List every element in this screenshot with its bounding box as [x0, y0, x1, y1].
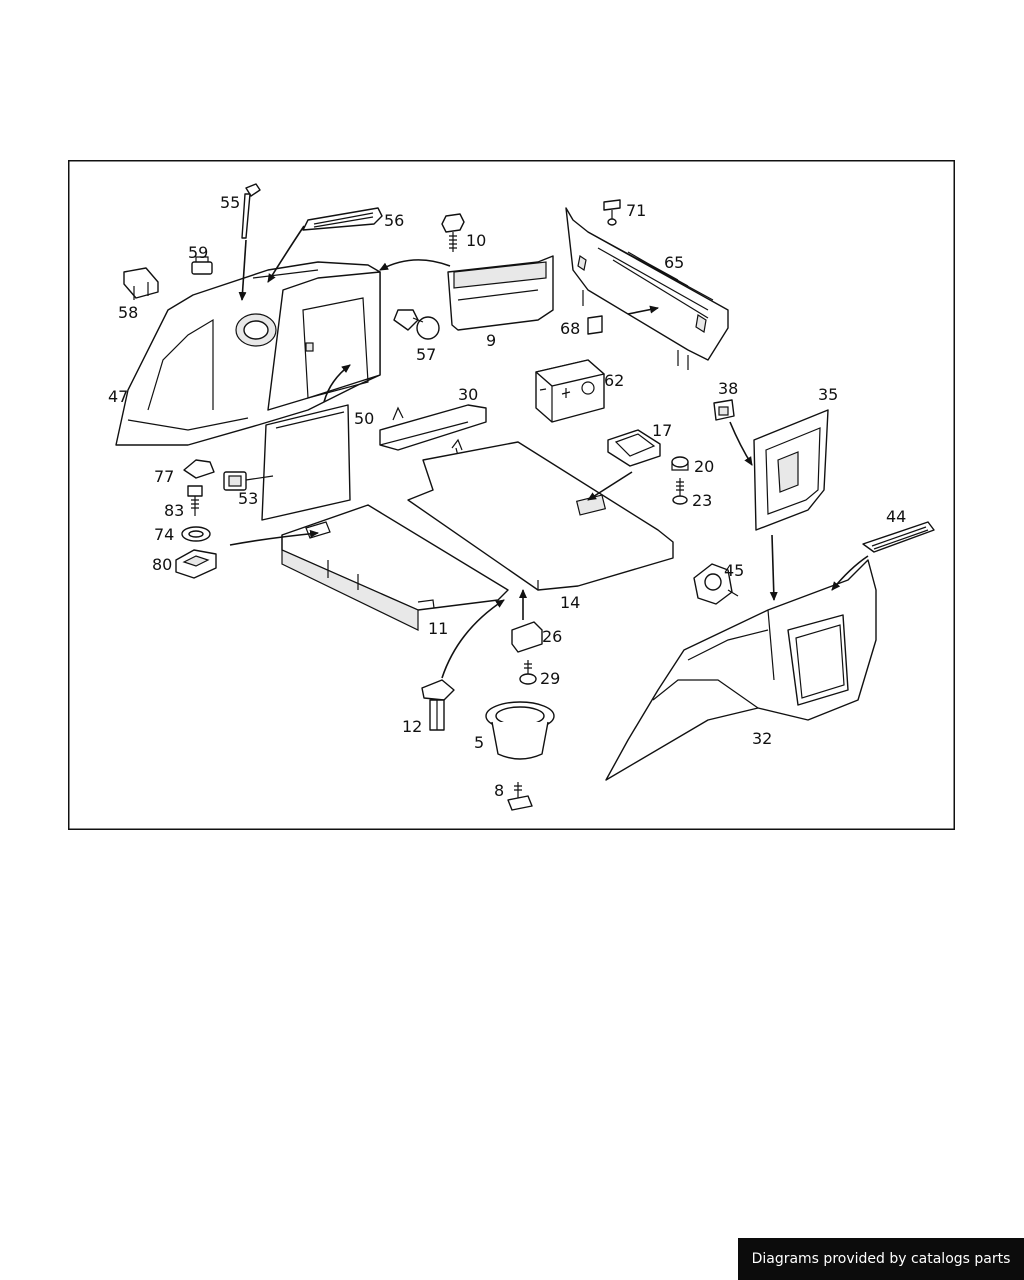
callout-labels: 55 56 59 58 47 10 9 57 71 65 68 62 30 50…	[108, 193, 906, 800]
part-14-load-floor	[407, 438, 674, 591]
callout-9: 9	[486, 331, 496, 350]
part-68-pad	[587, 315, 603, 335]
part-62-first-aid-kit	[535, 359, 605, 423]
callout-77: 77	[154, 467, 174, 486]
part-65-rear-trim-cover	[565, 207, 729, 370]
part-30-trim-strip	[379, 404, 487, 457]
callout-58: 58	[118, 303, 138, 322]
part-8-bolt	[507, 782, 533, 811]
callout-17: 17	[652, 421, 672, 440]
callout-65: 65	[664, 253, 684, 272]
callout-71: 71	[626, 201, 646, 220]
callout-55: 55	[220, 193, 240, 212]
part-77-cap	[183, 459, 215, 479]
part-17-grip-tray	[607, 429, 661, 467]
part-55-retainer	[241, 183, 261, 239]
part-50-side-panel	[261, 404, 351, 521]
part-32-right-side-panel	[605, 559, 877, 781]
part-26-spacer-block	[511, 621, 543, 653]
callout-10: 10	[466, 231, 486, 250]
parts-diagram: 55 56 59 58 47 10 9 57 71 65 68 62 30 50…	[68, 160, 955, 830]
callout-83: 83	[164, 501, 184, 520]
part-35-trim-panel	[753, 409, 829, 531]
exploded-view-drawing: 55 56 59 58 47 10 9 57 71 65 68 62 30 50…	[68, 160, 955, 830]
callout-5: 5	[474, 733, 484, 752]
callout-38: 38	[718, 379, 738, 398]
callout-29: 29	[540, 669, 560, 688]
part-57-push-fastener	[393, 309, 440, 340]
callout-12: 12	[402, 717, 422, 736]
part-83-screw	[187, 485, 203, 516]
diagram-border	[68, 160, 955, 830]
callout-68: 68	[560, 319, 580, 338]
callout-32: 32	[752, 729, 772, 748]
part-56-vent-grille	[302, 207, 383, 231]
part-10-screw	[441, 213, 465, 252]
callout-44: 44	[886, 507, 906, 526]
callout-8: 8	[494, 781, 504, 800]
part-9-storage-compartment	[447, 255, 554, 331]
callout-74: 74	[154, 525, 174, 544]
part-53-latch	[223, 471, 274, 491]
part-47-left-side-panel	[115, 261, 381, 446]
part-29-screw	[519, 660, 537, 685]
callout-57: 57	[416, 345, 436, 364]
callout-26: 26	[542, 627, 562, 646]
callout-35: 35	[818, 385, 838, 404]
part-58-bracket	[123, 267, 159, 300]
callout-47: 47	[108, 387, 128, 406]
part-74-washer	[181, 526, 211, 542]
part-44-vent-grille	[862, 521, 935, 553]
callout-53: 53	[238, 489, 258, 508]
part-23-screw	[672, 478, 688, 505]
callout-80: 80	[152, 555, 172, 574]
callout-62: 62	[604, 371, 624, 390]
part-5-cup-holder	[485, 701, 555, 760]
part-20-nut	[671, 456, 689, 471]
callout-45: 45	[724, 561, 744, 580]
callout-23: 23	[692, 491, 712, 510]
part-80-bezel	[175, 549, 217, 579]
callout-56: 56	[384, 211, 404, 230]
part-38-clip	[713, 399, 735, 421]
watermark-banner: Diagrams provided by catalogs parts	[738, 1238, 1024, 1280]
part-59-clip	[191, 256, 213, 275]
callout-11: 11	[428, 619, 448, 638]
callout-30: 30	[458, 385, 478, 404]
part-12-holder	[421, 679, 455, 731]
assembly-arrows	[229, 225, 869, 679]
part-71-clip-pin	[603, 199, 621, 226]
callout-59: 59	[188, 243, 208, 262]
callout-20: 20	[694, 457, 714, 476]
part-45-lamp-housing	[693, 563, 739, 605]
callout-14: 14	[560, 593, 580, 612]
callout-50: 50	[354, 409, 374, 428]
